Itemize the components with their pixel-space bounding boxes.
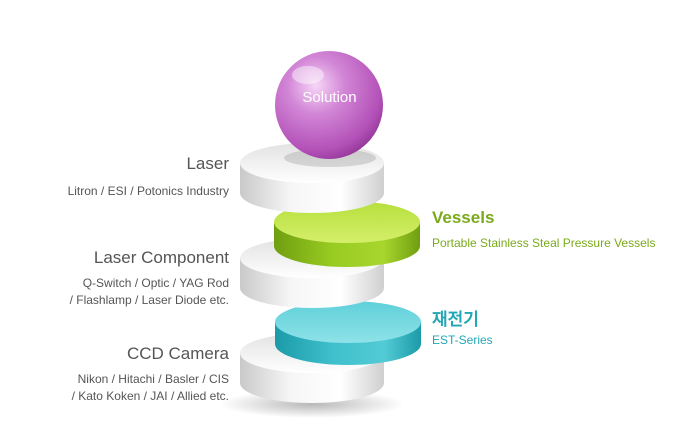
laser-subtitle: Litron / ESI / Potonics Industry xyxy=(67,184,229,198)
laser-component-line-2: / Flashlamp / Laser Diode etc. xyxy=(69,293,229,307)
laser-component-line-1: Q-Switch / Optic / YAG Rod xyxy=(82,276,229,290)
disc-est-series xyxy=(275,301,421,365)
ccd-camera-line-2: / Kato Koken / JAI / Allied etc. xyxy=(71,389,229,403)
vessels-title: Vessels xyxy=(432,208,495,227)
solution-label: Solution xyxy=(302,89,357,106)
est-title: 재전기 xyxy=(432,310,479,329)
laser-component-title: Laser Component xyxy=(93,248,229,267)
solution-sphere xyxy=(275,51,383,159)
est-subtitle: EST-Series xyxy=(432,333,493,347)
ccd-camera-line-1: Nikon / Hitachi / Basler / CIS xyxy=(77,372,229,386)
vessels-subtitle: Portable Stainless Steal Pressure Vessel… xyxy=(432,236,656,250)
ccd-camera-title: CCD Camera xyxy=(126,344,229,363)
laser-title: Laser xyxy=(186,154,229,173)
